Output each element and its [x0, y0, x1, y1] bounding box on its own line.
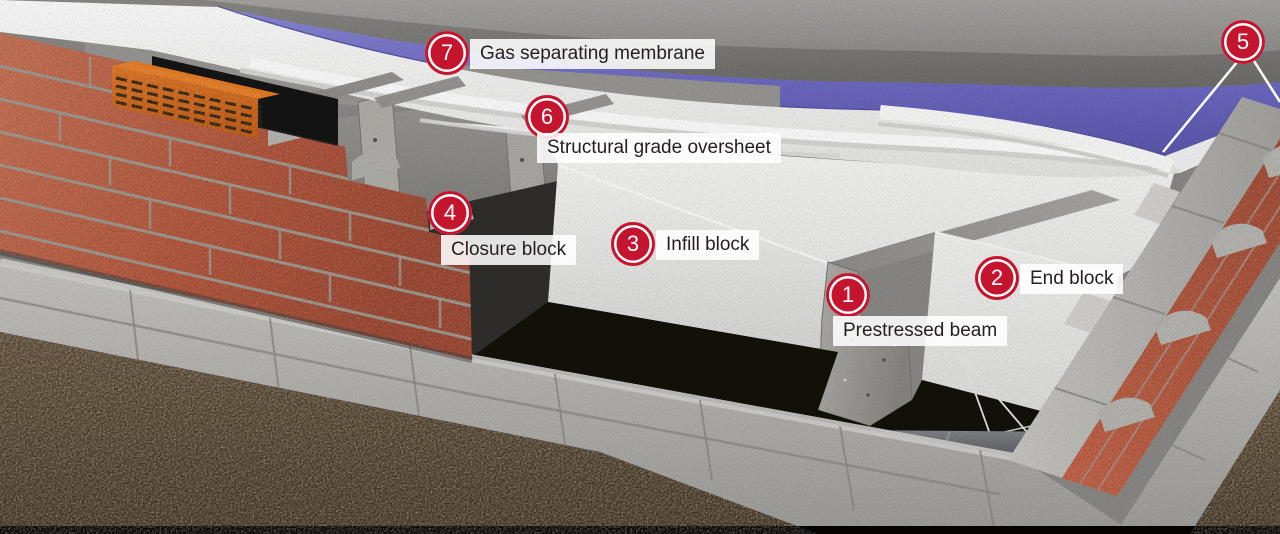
beam-and-block-floor-diagram: 1 Prestressed beam 2 End block 3 Infill …	[0, 0, 1280, 534]
floor-system-illustration	[0, 0, 1280, 534]
